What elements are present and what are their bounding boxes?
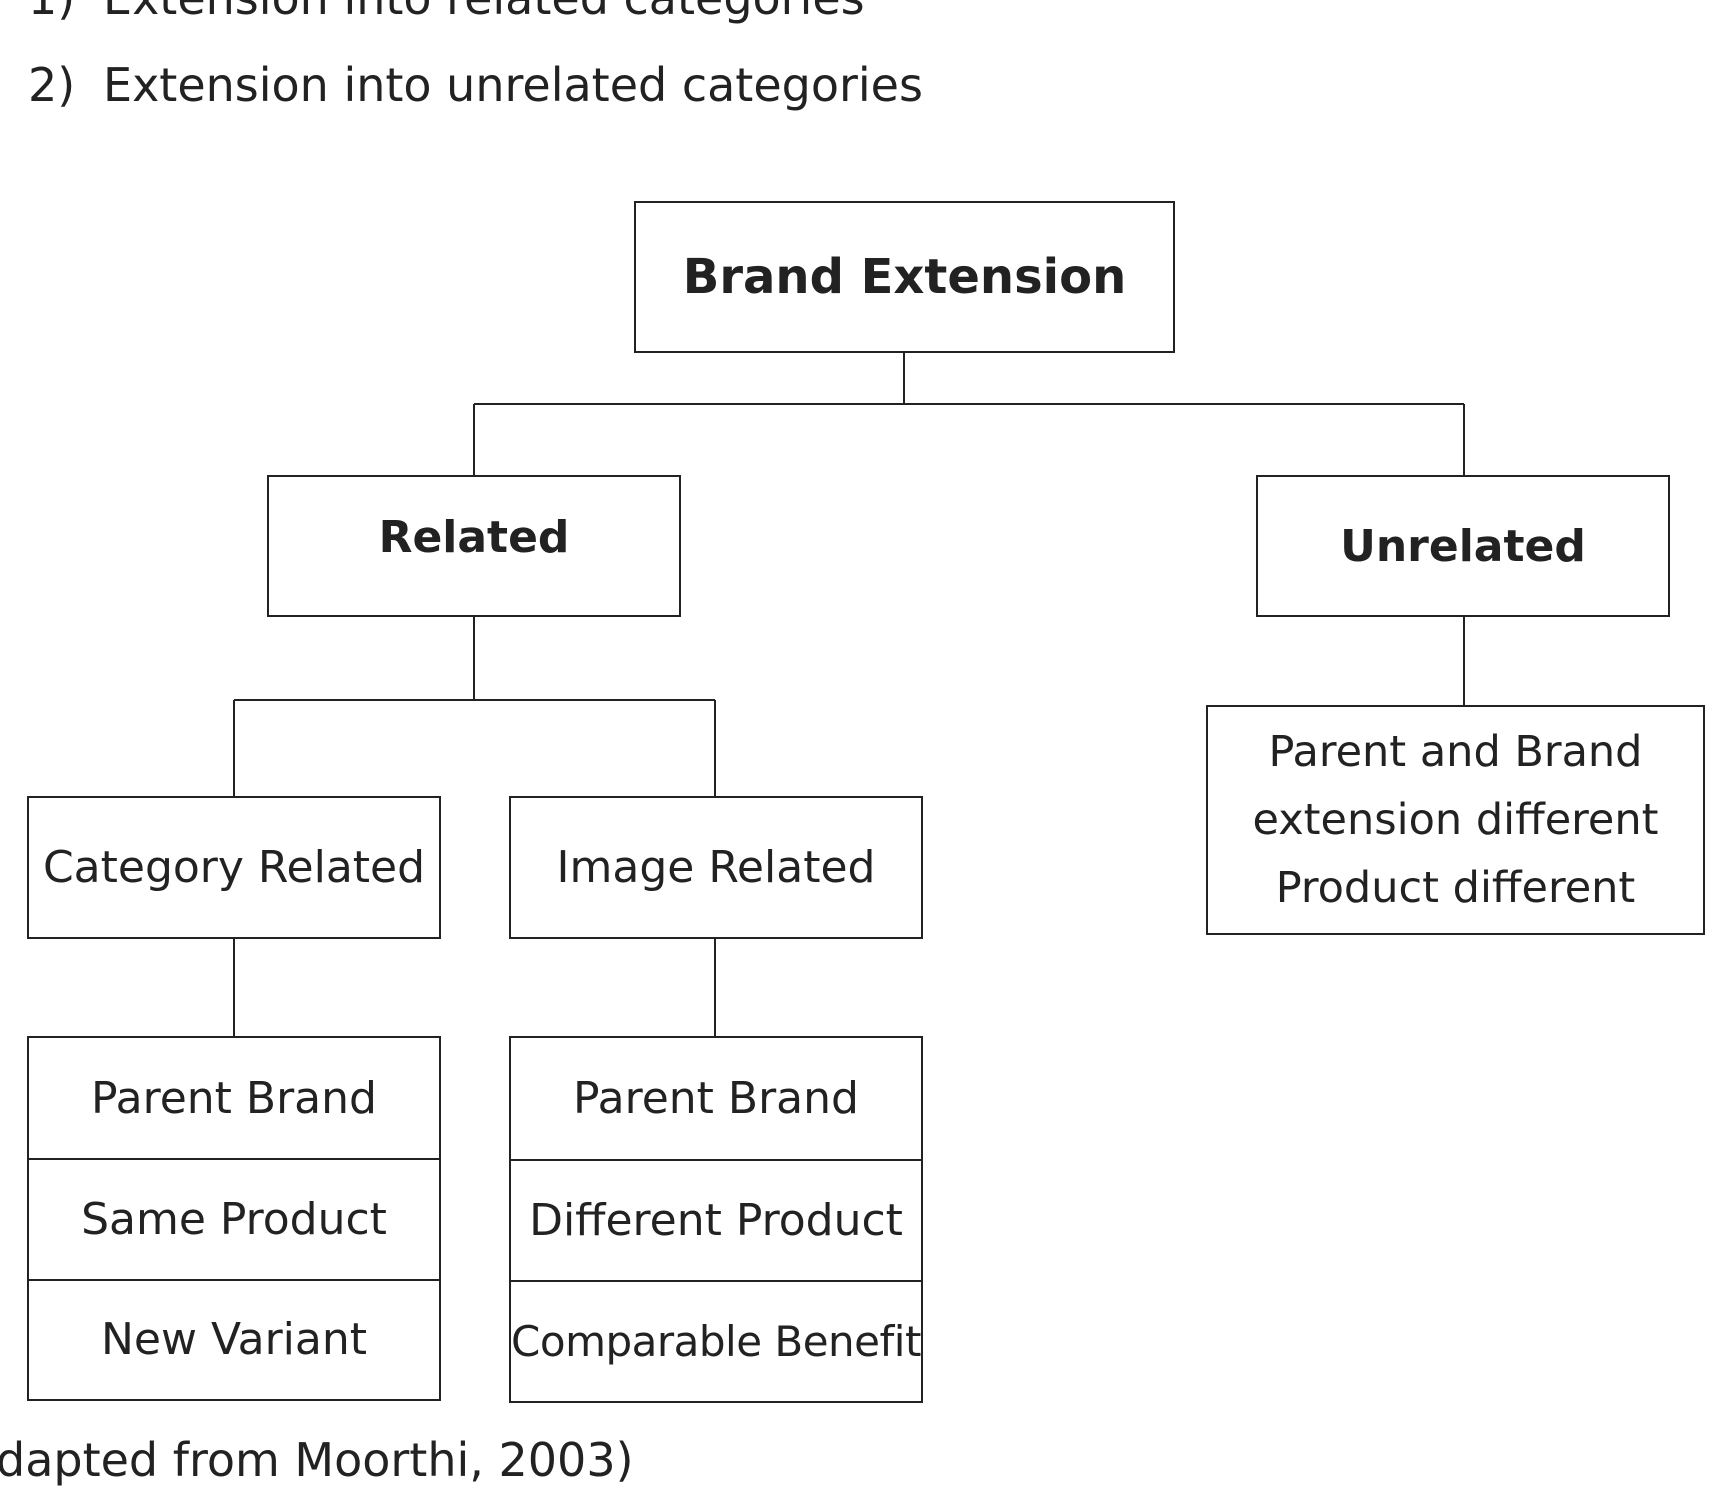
intro-item-2: 2) Extension into unrelated categories	[28, 57, 923, 113]
category-detail-new-variant: New Variant	[29, 1278, 439, 1399]
brand-extension-box: Brand Extension	[634, 201, 1175, 353]
image-detail-parent-brand: Parent Brand	[573, 1072, 859, 1124]
category-detail-parent-brand: Parent Brand	[91, 1072, 377, 1124]
related-box: Related	[267, 475, 681, 617]
intro-item-1-text: Extension into related categories	[103, 0, 865, 25]
image-related-box: Image Related	[509, 796, 923, 939]
intro-item-2-text: Extension into unrelated categories	[103, 58, 923, 112]
brand-extension-label: Brand Extension	[682, 249, 1127, 305]
intro-item-1-number: 1)	[28, 0, 103, 26]
unrelated-details-box: Parent and Brand extension different Pro…	[1206, 705, 1705, 935]
related-label: Related	[378, 511, 570, 563]
diagram-connectors	[233, 352, 1465, 1037]
unrelated-box: Unrelated	[1256, 475, 1670, 617]
category-related-box: Category Related	[27, 796, 441, 939]
category-related-label: Category Related	[42, 842, 426, 893]
image-detail-different-product: Different Product	[511, 1158, 921, 1280]
intro-item-1: 1)Extension into related categories	[28, 0, 865, 26]
image-related-label: Image Related	[556, 842, 876, 893]
unrelated-detail-2: extension different	[1252, 795, 1659, 845]
unrelated-detail-3: Product different	[1275, 863, 1636, 913]
category-related-details: Parent Brand Same Product New Variant	[27, 1036, 441, 1401]
unrelated-label: Unrelated	[1340, 520, 1586, 572]
category-detail-same-product: Same Product	[29, 1158, 439, 1278]
unrelated-detail-1: Parent and Brand	[1268, 727, 1643, 777]
image-detail-comparable-benefit: Comparable Benefit	[511, 1279, 921, 1401]
image-related-details: Parent Brand Different Product Comparabl…	[509, 1036, 923, 1403]
source-note: dapted from Moorthi, 2003)	[0, 1433, 634, 1487]
intro-item-2-number: 2)	[28, 58, 76, 112]
